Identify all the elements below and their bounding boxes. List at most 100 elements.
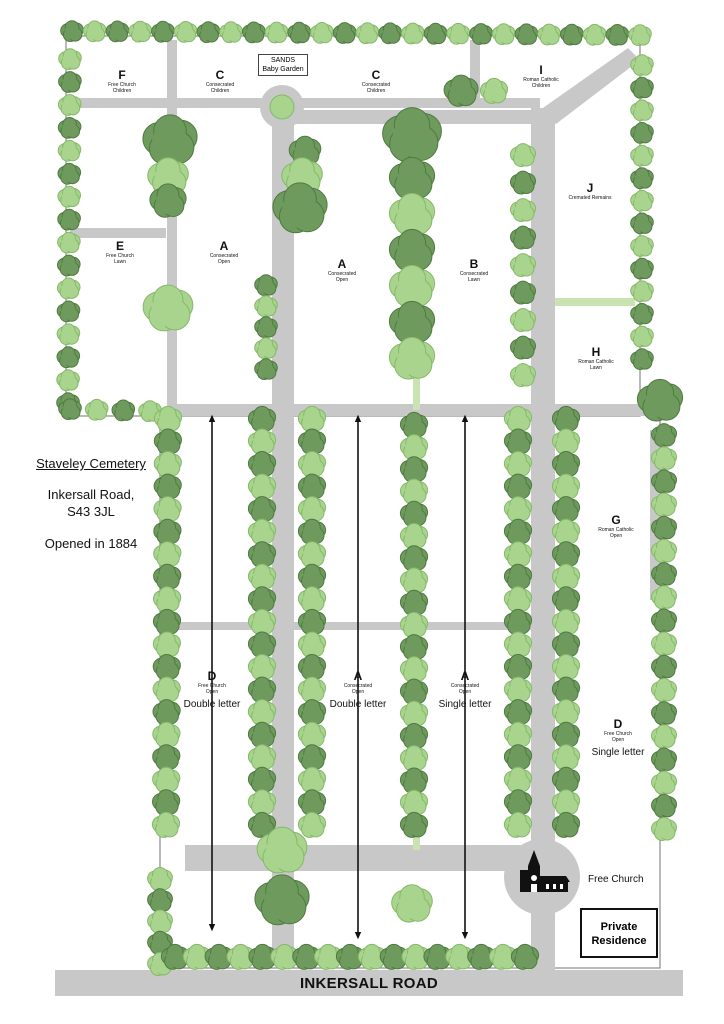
tree-icon <box>510 363 536 387</box>
tree-icon <box>551 518 581 545</box>
tree-icon <box>388 228 436 272</box>
tree-icon <box>297 608 327 635</box>
tree-icon <box>297 473 327 500</box>
tree-icon <box>297 699 327 726</box>
tree-icon <box>254 295 278 318</box>
private-residence-box: Private Residence <box>580 908 658 958</box>
tree-icon <box>152 721 181 748</box>
tree-icon <box>503 766 533 793</box>
tree-icon <box>379 943 408 970</box>
road-name-label: INKERSALL ROAD <box>299 975 439 992</box>
tree-icon <box>423 22 448 45</box>
tree-icon <box>57 139 82 162</box>
tree-icon <box>510 170 536 195</box>
tree-icon <box>147 888 173 913</box>
tree-icon <box>630 235 654 257</box>
tree-icon <box>503 586 533 613</box>
tree-icon <box>254 316 278 339</box>
hedge-strip <box>555 298 635 306</box>
tree-icon <box>310 22 334 44</box>
tree-icon <box>551 744 581 771</box>
tree-icon <box>503 721 533 748</box>
tree-icon <box>153 518 182 545</box>
tree-icon <box>630 280 654 303</box>
tree-icon <box>219 21 243 44</box>
tree-icon <box>58 398 82 421</box>
tree-icon <box>551 541 581 568</box>
tree-icon <box>272 182 328 234</box>
tree-icon <box>297 586 327 613</box>
tree-icon <box>630 325 654 348</box>
tree-icon <box>651 747 677 772</box>
tree-icon <box>651 469 677 494</box>
tree-icon <box>636 378 684 422</box>
tree-icon <box>399 745 429 772</box>
tree-icon <box>630 167 654 190</box>
tree-icon <box>247 789 277 816</box>
tree-icon <box>399 723 429 750</box>
tree-icon <box>142 284 194 332</box>
tree-icon <box>551 721 581 748</box>
tree-icon <box>467 943 496 970</box>
tree-icon <box>153 586 182 613</box>
tree-icon <box>503 789 533 816</box>
tree-icon <box>152 766 181 793</box>
tree-icon <box>153 541 182 568</box>
tree-icon <box>651 446 677 471</box>
tree-icon <box>551 496 581 523</box>
tree-icon <box>248 943 277 970</box>
tree-icon <box>537 23 561 46</box>
tree-icon <box>399 434 429 461</box>
tree-icon <box>57 208 81 231</box>
tree-icon <box>297 789 327 816</box>
tree-icon <box>388 300 436 344</box>
tree-icon <box>551 766 581 793</box>
tree-icon <box>247 608 277 635</box>
tree-icon <box>388 192 436 236</box>
tree-icon <box>443 74 479 107</box>
tree-icon <box>264 21 289 44</box>
tree-icon <box>510 198 536 222</box>
tree-icon <box>510 253 536 277</box>
tree-icon <box>651 423 677 447</box>
tree-icon <box>651 562 677 586</box>
tree-icon <box>503 541 533 568</box>
tree-icon <box>399 478 429 505</box>
tree-icon <box>651 770 677 795</box>
tree-icon <box>503 563 533 590</box>
sands-circle <box>269 94 295 120</box>
tree-icon <box>256 826 308 874</box>
tree-icon <box>651 608 677 633</box>
tree-icon <box>399 523 429 550</box>
tree-icon <box>160 943 190 970</box>
tree-icon <box>147 157 189 196</box>
tree-icon <box>630 189 654 212</box>
tree-icon <box>57 117 82 139</box>
tree-icon <box>297 721 327 748</box>
tree-icon <box>152 789 181 816</box>
tree-icon <box>378 22 402 45</box>
tree-icon <box>391 884 433 923</box>
tree-icon <box>630 99 654 122</box>
tree-icon <box>297 811 327 838</box>
tree-icon <box>287 21 312 44</box>
tree-icon <box>551 654 581 681</box>
tree-icon <box>151 811 181 838</box>
tree-icon <box>56 369 80 392</box>
tree-icon <box>551 676 581 703</box>
tree-icon <box>56 323 81 346</box>
tree-icon <box>503 631 533 658</box>
tree-icon <box>551 473 581 500</box>
tree-icon <box>582 23 607 46</box>
tree-icon <box>355 22 380 45</box>
tree-icon <box>399 700 429 727</box>
tree-icon <box>503 811 533 838</box>
tree-icon <box>57 254 81 277</box>
tree-icon <box>503 451 533 478</box>
tree-icon <box>297 654 327 681</box>
tree-icon <box>254 358 278 381</box>
